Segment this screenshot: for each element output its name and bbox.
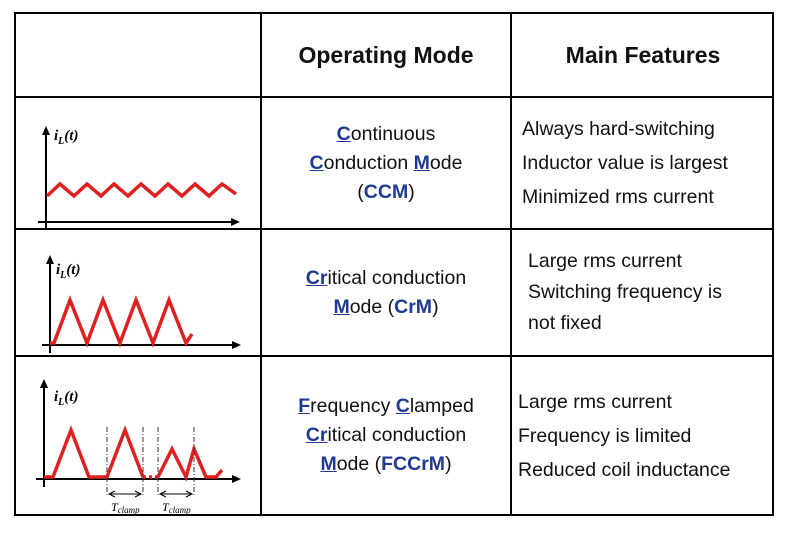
mode-text-segment: itical conduction	[327, 266, 467, 289]
mode-text-segment: M	[333, 295, 350, 318]
feature-item: Minimized rms current	[522, 186, 714, 208]
axis-label-sub: L	[57, 136, 64, 147]
clamp-arrow-left	[107, 490, 116, 498]
mode-text-segment: M	[413, 151, 430, 174]
mode-text-segment: Cr	[305, 266, 328, 289]
mode-text-segment: C	[336, 122, 351, 145]
feature-item: not fixed	[528, 312, 602, 334]
y-axis-arrow	[40, 379, 48, 388]
axis-label-sub: L	[57, 397, 64, 408]
axis-label: iL(t)	[54, 128, 78, 147]
mode-text-segment: F	[298, 395, 311, 417]
mode-line: Conduction Mode	[310, 149, 463, 178]
ccm-waveform-cell: iL(t)	[16, 98, 260, 228]
mode-line: Frequency Clamped	[298, 392, 474, 421]
mode-text-segment: ode (	[349, 295, 395, 318]
ccm-waveform: iL(t)	[38, 126, 240, 228]
clamp-arrow-right	[134, 490, 143, 498]
clamp-label: Tclamp	[162, 500, 191, 514]
mode-text-segment: itical conduction	[327, 424, 467, 446]
column-divider	[510, 14, 512, 514]
mode-text-segment: C	[309, 151, 324, 174]
axis-label-arg: (t)	[66, 262, 80, 278]
clamp-label-var: T	[111, 500, 119, 514]
x-axis-arrow	[232, 475, 241, 483]
modes-table: Operating Mode Main Features iL(t) iL(t)…	[14, 12, 774, 516]
crm-features: Large rms current Switching frequency is…	[528, 230, 774, 355]
mode-line: Mode (CrM)	[333, 293, 438, 322]
fccrm-features: Large rms current Frequency is limited R…	[518, 357, 774, 514]
mode-text-segment: CrM	[394, 295, 433, 318]
fccrm-current-waveform	[44, 425, 145, 479]
clamp-label-sub: clamp	[169, 505, 191, 514]
mode-text-segment: Cr	[305, 424, 328, 446]
crm-waveform: iL(t)	[42, 255, 241, 353]
axis-label: iL(t)	[54, 389, 78, 408]
header-operating-mode: Operating Mode	[298, 41, 474, 68]
mode-text-segment: (	[357, 180, 364, 203]
feature-item: Large rms current	[518, 390, 672, 413]
axis-label-arg: (t)	[64, 128, 78, 144]
mode-text-segment: requency	[310, 395, 396, 417]
feature-item: Always hard-switching	[522, 118, 715, 140]
mode-line: Critical conduction	[306, 264, 466, 293]
clamp-label-sub: clamp	[118, 505, 140, 514]
ccm-current-waveform	[45, 181, 238, 199]
mode-line: (CCM)	[357, 178, 414, 207]
mode-text-segment: CCM	[363, 180, 409, 203]
mode-text-segment: ode (	[336, 453, 382, 475]
axis-label-var: i	[54, 128, 59, 144]
x-axis-arrow	[232, 341, 241, 349]
mode-text-segment: FCCrM	[381, 453, 446, 475]
row-divider	[16, 228, 772, 230]
row-divider	[16, 96, 772, 98]
clamp-arrow-right	[185, 490, 194, 498]
mode-line: Continuous	[337, 120, 436, 149]
axis-label-sub: L	[59, 270, 66, 281]
mode-text-segment: )	[432, 295, 439, 318]
mode-text-segment: lamped	[409, 395, 474, 417]
clamp-label-var: T	[162, 500, 170, 514]
header-main-features: Main Features	[565, 41, 721, 68]
x-axis-arrow	[231, 218, 240, 226]
axis-label-arg: (t)	[64, 389, 78, 405]
y-axis-arrow	[46, 255, 54, 264]
mode-text-segment: M	[320, 453, 337, 475]
feature-item: Switching frequency is	[528, 281, 723, 303]
crm-current-waveform	[50, 295, 194, 348]
feature-item: Reduced coil inductance	[518, 458, 731, 481]
axis-label-var: i	[54, 389, 59, 405]
mode-text-segment: )	[408, 180, 415, 203]
axis-label: iL(t)	[56, 262, 80, 281]
mode-text-segment: ontinuous	[350, 122, 436, 145]
mode-text-segment: ode	[429, 151, 463, 174]
mode-text-segment: )	[445, 453, 452, 475]
column-divider	[260, 14, 262, 514]
crm-waveform-cell: iL(t)	[16, 230, 260, 355]
mode-line: Critical conduction	[306, 421, 466, 450]
y-axis-arrow	[42, 126, 50, 135]
feature-item: Frequency is limited	[518, 424, 692, 447]
clamp-label: Tclamp	[111, 500, 140, 514]
ccm-features: Always hard-switching Inductor value is …	[522, 98, 774, 228]
header-waveform	[16, 14, 260, 96]
axis-label-var: i	[56, 262, 61, 278]
row-divider	[16, 355, 772, 357]
clamp-arrow-left	[158, 490, 167, 498]
mode-line: Mode (FCCrM)	[320, 450, 451, 479]
feature-item: Large rms current	[528, 250, 682, 272]
mode-text-segment: onduction	[323, 151, 414, 174]
mode-text-segment: C	[395, 395, 410, 417]
feature-item: Inductor value is largest	[522, 152, 728, 174]
fccrm-current-waveform-2	[156, 443, 224, 482]
